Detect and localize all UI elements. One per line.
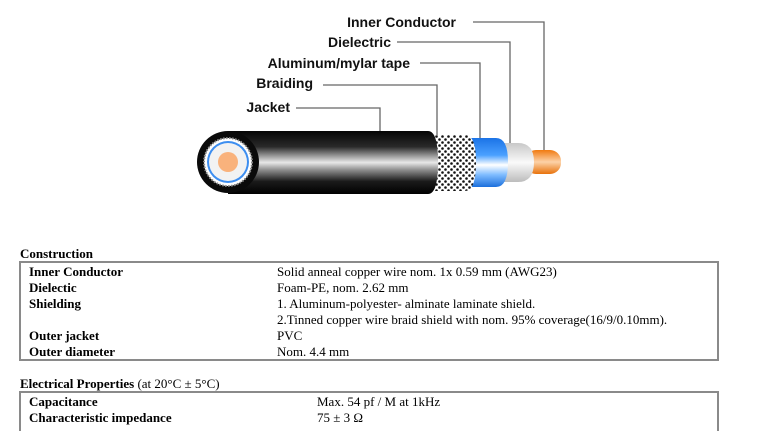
row-key <box>21 312 277 328</box>
table-row: Outer diameter Nom. 4.4 mm <box>21 344 717 360</box>
electrical-table: Capacitance Max. 54 pf / M at 1kHz Charac… <box>19 391 719 431</box>
row-key: Capacitance <box>29 394 98 409</box>
label-inner-conductor: Inner Conductor <box>347 14 456 30</box>
construction-heading: Construction <box>20 246 93 261</box>
row-value: Foam-PE, nom. 2.62 mm <box>277 280 409 295</box>
label-aluminum-mylar-tape: Aluminum/mylar tape <box>268 55 411 71</box>
label-dielectric: Dielectric <box>328 34 391 50</box>
row-key: Shielding <box>29 296 82 311</box>
table-row: Outer jacket PVC <box>21 328 717 344</box>
label-jacket: Jacket <box>246 99 290 115</box>
row-value: 1. Aluminum-polyester- alminate laminate… <box>277 296 536 311</box>
braiding-shape <box>425 135 476 191</box>
inner-conductor-shape <box>525 150 561 174</box>
row-key: Inner Conductor <box>29 264 124 279</box>
row-value: PVC <box>277 328 303 343</box>
table-row: Shielding 1. Aluminum-polyester- alminate… <box>21 296 717 312</box>
row-value: 75 ± 3 Ω <box>317 410 364 425</box>
row-value: Max. 54 pf / M at 1kHz <box>317 394 441 409</box>
jacket-shape <box>228 131 438 194</box>
row-key: Outer diameter <box>29 344 116 359</box>
leader-dielectric <box>397 41 511 143</box>
electrical-heading-condition: (at 20°C ± 5°C) <box>134 376 220 391</box>
row-value: Nom. 4.4 mm <box>277 344 350 359</box>
row-key: Dielectic <box>29 280 77 295</box>
table-row: 2.Tinned copper wire braid shield with n… <box>21 312 717 328</box>
table-row: Inner Conductor Solid anneal copper wire … <box>21 264 717 280</box>
leader-braiding <box>323 84 438 136</box>
leader-tape <box>420 62 481 138</box>
table-row: Dielectic Foam-PE, nom. 2.62 mm <box>21 280 717 296</box>
electrical-heading-title: Electrical Properties <box>20 376 135 391</box>
coax-cable-diagram: Inner Conductor Dielectric Aluminum/myla… <box>197 14 561 194</box>
row-key: Outer jacket <box>29 328 100 343</box>
leader-inner-conductor <box>473 21 545 150</box>
cable-end-face <box>197 131 259 193</box>
leader-jacket <box>296 107 381 131</box>
electrical-heading: Electrical Properties (at 20°C ± 5°C) <box>20 376 220 392</box>
row-key: Characteristic impedance <box>29 410 172 425</box>
construction-table: Inner Conductor Solid anneal copper wire … <box>19 261 719 361</box>
aluminum-tape-shape <box>465 138 508 187</box>
label-braiding: Braiding <box>256 75 313 91</box>
table-row: Capacitance Max. 54 pf / M at 1kHz <box>21 394 717 410</box>
table-row: Characteristic impedance 75 ± 3 Ω <box>21 410 717 426</box>
row-value: Solid anneal copper wire nom. 1x 0.59 mm… <box>277 264 557 279</box>
row-value: 2.Tinned copper wire braid shield with n… <box>277 312 668 327</box>
